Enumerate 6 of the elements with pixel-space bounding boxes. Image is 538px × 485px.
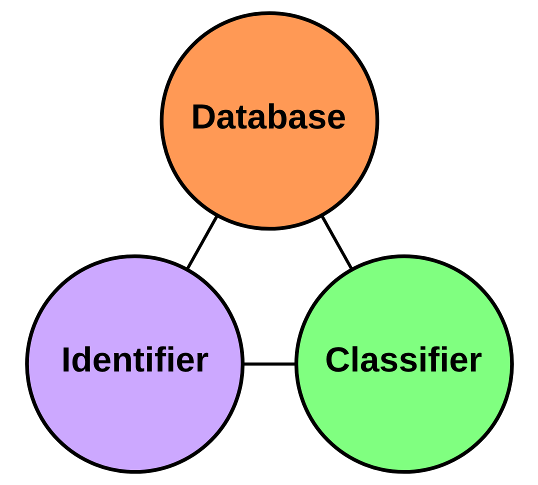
node-circle: Identifier — [24, 254, 244, 474]
connector — [185, 214, 218, 270]
node-circle: Database — [159, 11, 379, 231]
connector — [320, 214, 353, 270]
node-circle: Classifier — [294, 254, 514, 474]
connector — [242, 362, 296, 366]
